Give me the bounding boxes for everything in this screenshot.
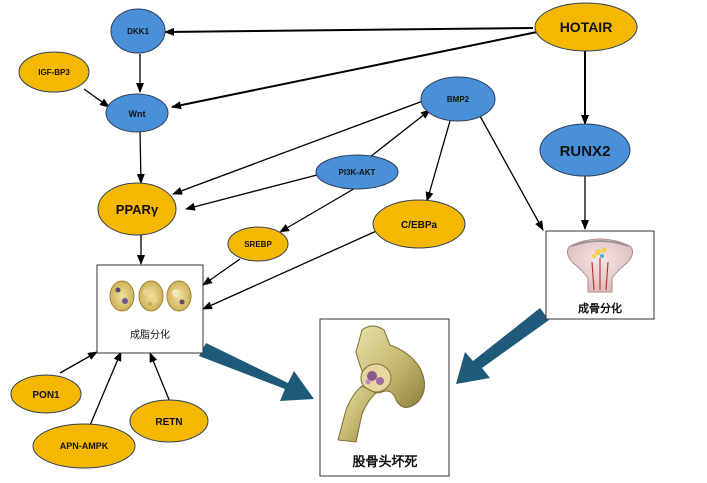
edge-hotair-wnt: [171, 31, 538, 110]
edge-hotair-dkk1: [164, 27, 534, 36]
edge-igfbp3-wnt: [83, 88, 110, 108]
osteogenesis-label: 成骨分化: [578, 301, 622, 315]
big-arrows: [199, 308, 549, 401]
node-pi3k: PI3K-AKT: [315, 154, 399, 190]
edges: [59, 27, 589, 431]
node-hotair: HOTAIR: [534, 2, 638, 52]
node-pparg: PPARγ: [97, 182, 177, 236]
node-wnt-label: Wnt: [129, 109, 146, 119]
hip-joint-icon: [337, 325, 425, 443]
node-pon1: PON1: [10, 374, 82, 414]
node-srebp-label: SREBP: [244, 240, 272, 249]
node-bmp2-label: BMP2: [447, 95, 470, 104]
node-cebpa: C/EBPa: [372, 199, 466, 249]
necrosis-label: 股骨头坏死: [352, 454, 417, 470]
edge-bmp2-pparg: [172, 100, 424, 195]
edge-pi3k-srebp: [279, 186, 358, 233]
necrosis-box: 股骨头坏死: [319, 318, 450, 477]
edge-pi3k-bmp2: [369, 109, 431, 158]
node-igfbp3-label: IGF-BP3: [38, 68, 70, 77]
edge-pon1-adipo: [59, 351, 98, 374]
adipogenesis-box: 成脂分化: [96, 264, 204, 354]
osteogenesis-box: 成骨分化: [545, 230, 655, 320]
node-apn: APN-AMPK: [32, 423, 136, 469]
node-runx2-label: RUNX2: [560, 143, 611, 160]
edge-srebp-adipo: [202, 258, 241, 286]
fat-cells-icon: [109, 280, 192, 312]
node-pon1-label: PON1: [32, 390, 60, 401]
node-apn-label: APN-AMPK: [60, 441, 109, 451]
node-cebpa-label: C/EBPa: [401, 220, 438, 231]
big-arrow-adipo-necrosis: [199, 343, 314, 401]
node-hotair-label: HOTAIR: [560, 19, 613, 35]
adipogenesis-label: 成脂分化: [130, 328, 170, 341]
edge-pi3k-pparg: [185, 174, 318, 211]
node-pi3k-label: PI3K-AKT: [339, 168, 376, 177]
edge-apn-adipo: [87, 351, 122, 431]
edge-bmp2-cebpa: [425, 120, 451, 202]
node-wnt: Wnt: [105, 93, 169, 133]
edge-cebpa-adipo: [202, 223, 393, 310]
node-runx2: RUNX2: [539, 123, 631, 177]
edge-wnt-pparg: [136, 129, 145, 184]
node-retn: RETN: [129, 399, 209, 443]
node-pparg-label: PPARγ: [116, 202, 159, 217]
node-dkk1: DKK1: [110, 8, 166, 54]
bone-end-icon: [566, 238, 634, 293]
node-dkk1-label: DKK1: [127, 27, 149, 36]
edge-retn-adipo: [149, 352, 171, 403]
node-igfbp3: IGF-BP3: [18, 51, 90, 93]
node-retn-label: RETN: [155, 417, 182, 428]
edge-bmp2-osteo: [479, 115, 544, 231]
node-bmp2: BMP2: [420, 76, 496, 122]
node-srebp: SREBP: [227, 226, 289, 262]
big-arrow-osteo-necrosis: [456, 308, 549, 384]
